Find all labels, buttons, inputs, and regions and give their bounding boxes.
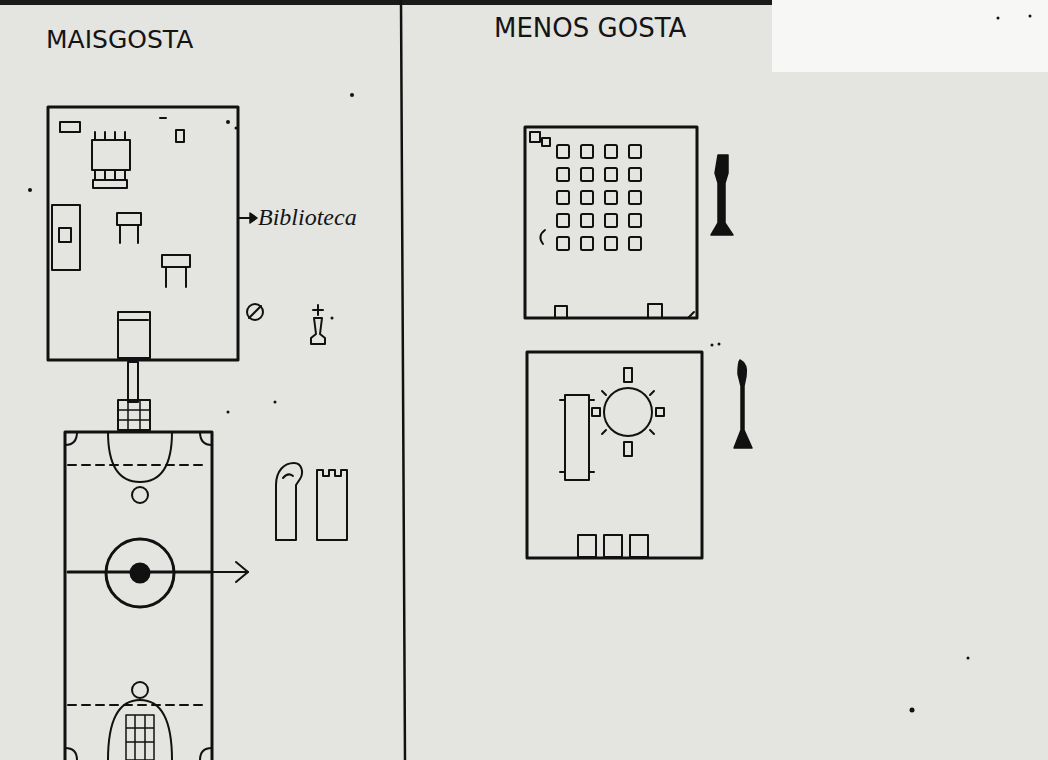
chess-symbols bbox=[711, 155, 733, 235]
desk bbox=[629, 237, 641, 250]
desk bbox=[557, 191, 569, 204]
football-pitch bbox=[236, 562, 248, 582]
library-plan bbox=[117, 213, 141, 243]
library-plan bbox=[160, 118, 184, 142]
classroom-plan bbox=[525, 127, 697, 318]
chess-symbols bbox=[734, 360, 752, 448]
football-pitch bbox=[126, 715, 154, 760]
chess-symbols bbox=[317, 470, 347, 540]
library-plan bbox=[162, 255, 190, 287]
paper-specks bbox=[711, 344, 714, 347]
column-heading: MAISGOSTA bbox=[46, 26, 193, 54]
football-pitch bbox=[132, 682, 148, 698]
cafeteria-plan bbox=[592, 368, 664, 456]
desk bbox=[629, 214, 641, 227]
paper-specks bbox=[226, 120, 230, 124]
library-plan bbox=[48, 107, 238, 360]
desk bbox=[581, 191, 593, 204]
desk bbox=[557, 214, 569, 227]
desk bbox=[605, 191, 617, 204]
football-pitch bbox=[212, 571, 248, 573]
paper-specks bbox=[718, 343, 721, 346]
chess-symbols bbox=[247, 304, 263, 320]
desk bbox=[629, 145, 641, 158]
library-plan bbox=[95, 132, 125, 180]
desk bbox=[629, 191, 641, 204]
football-pitch bbox=[65, 432, 212, 760]
football-pitch bbox=[131, 564, 149, 582]
column-heading: MENOS GOSTA bbox=[494, 14, 686, 43]
desk bbox=[605, 168, 617, 181]
desk bbox=[557, 237, 569, 250]
football-pitch bbox=[68, 464, 208, 466]
desk bbox=[581, 145, 593, 158]
chess-symbols bbox=[283, 474, 293, 478]
football-pitch bbox=[65, 362, 248, 760]
football-pitch bbox=[106, 539, 174, 607]
desk bbox=[605, 145, 617, 158]
classroom-plan bbox=[555, 304, 694, 318]
library-plan bbox=[48, 107, 257, 360]
library-plan bbox=[118, 312, 150, 358]
cafeteria-plan bbox=[527, 352, 702, 558]
football-pitch bbox=[118, 400, 150, 430]
desk bbox=[605, 237, 617, 250]
classroom-plan bbox=[540, 230, 545, 244]
paper-specks bbox=[910, 708, 915, 713]
cafeteria-plan bbox=[565, 395, 589, 480]
cafeteria-plan bbox=[560, 400, 594, 472]
football-pitch bbox=[68, 704, 208, 706]
library-plan bbox=[93, 180, 127, 188]
classroom-plan bbox=[530, 132, 550, 146]
library-plan bbox=[60, 122, 80, 132]
chess-symbols bbox=[311, 305, 325, 344]
paper-specks bbox=[28, 188, 32, 192]
library-plan bbox=[120, 319, 148, 321]
classroom-plan bbox=[525, 127, 697, 318]
paper bbox=[772, 0, 1048, 72]
desk bbox=[557, 168, 569, 181]
chess-symbols bbox=[247, 155, 752, 540]
library-plan bbox=[59, 228, 71, 242]
football-pitch bbox=[118, 400, 150, 430]
classroom-plan bbox=[557, 145, 641, 250]
cafeteria-plan bbox=[604, 535, 622, 557]
football-pitch bbox=[108, 432, 172, 482]
desk bbox=[605, 214, 617, 227]
desk bbox=[581, 168, 593, 181]
place-label: Biblioteca bbox=[258, 204, 357, 230]
football-pitch bbox=[65, 432, 212, 760]
cafeteria-plan bbox=[527, 352, 702, 558]
paper-specks bbox=[227, 411, 230, 414]
chess-symbols bbox=[249, 306, 261, 318]
paper-specks bbox=[350, 93, 354, 97]
cafeteria-plan bbox=[604, 388, 652, 436]
paper-specks bbox=[274, 401, 277, 404]
desk bbox=[557, 145, 569, 158]
paper-specks bbox=[997, 17, 1000, 20]
chess-symbols bbox=[276, 463, 302, 540]
cafeteria-plan bbox=[578, 535, 596, 557]
paper-specks bbox=[235, 127, 238, 130]
desk bbox=[581, 214, 593, 227]
paper-specks bbox=[1029, 15, 1032, 18]
football-pitch bbox=[132, 487, 148, 503]
library-plan bbox=[52, 205, 80, 270]
cafeteria-plan bbox=[630, 535, 648, 557]
desk bbox=[629, 168, 641, 181]
football-pitch bbox=[108, 700, 172, 760]
paper-specks bbox=[28, 15, 1032, 713]
library-plan bbox=[92, 140, 130, 170]
desk bbox=[581, 237, 593, 250]
paper bbox=[401, 0, 405, 760]
football-pitch bbox=[128, 362, 138, 402]
paper-specks bbox=[331, 317, 334, 320]
paper-specks bbox=[967, 657, 970, 660]
library-plan bbox=[250, 213, 257, 223]
